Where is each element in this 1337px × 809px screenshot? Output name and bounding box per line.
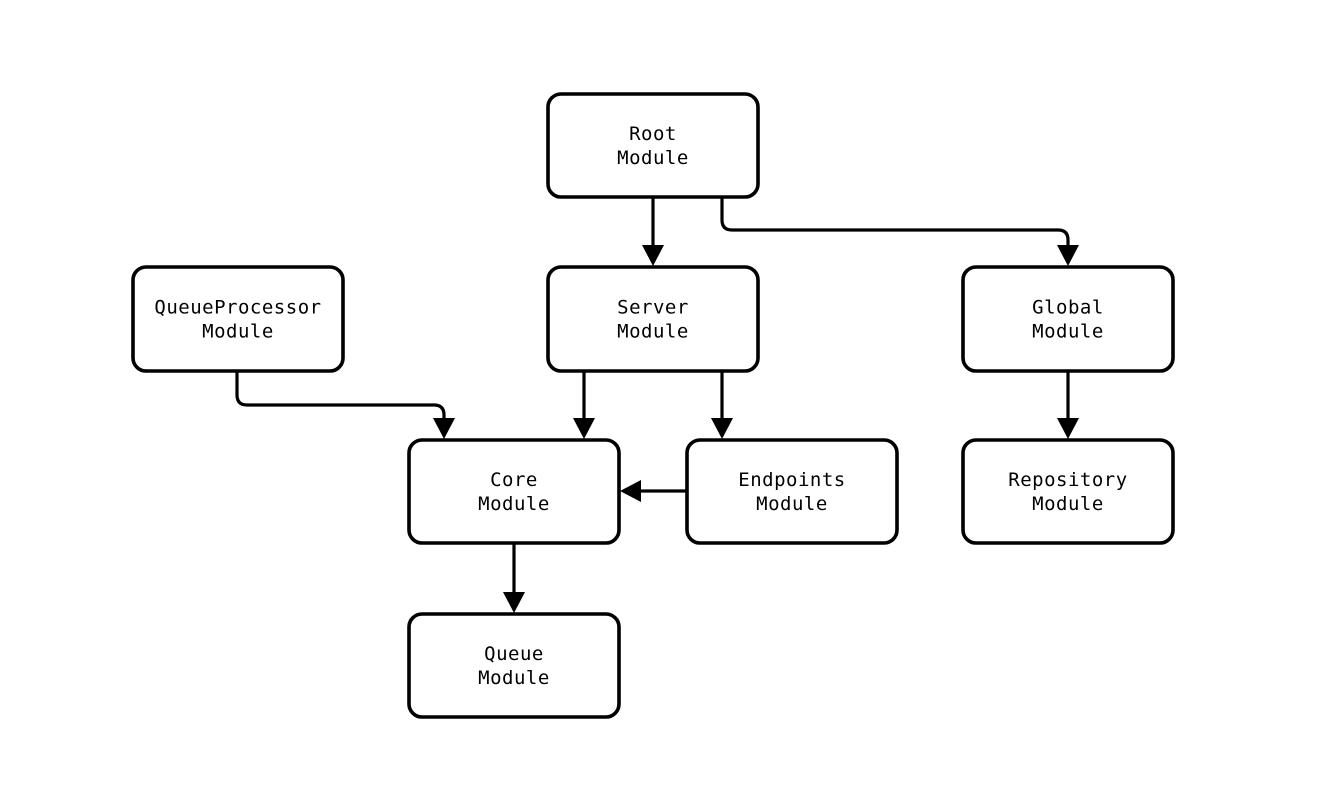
node-box[interactable] (685, 438, 899, 545)
node-box[interactable] (961, 265, 1175, 373)
node-label-line1: Server (617, 297, 689, 319)
nodes-layer: RootModuleQueueProcessorModuleServerModu… (131, 92, 1175, 719)
node-box[interactable] (407, 438, 621, 545)
node-label-line2: Module (756, 493, 828, 515)
edge-core-to-queue (503, 543, 525, 613)
node-label-line2: Module (1032, 321, 1104, 343)
arrowhead-icon (433, 418, 455, 439)
edge-root-to-global (720, 197, 1079, 266)
edge-server-to-endpoints (711, 371, 733, 439)
node-label-line2: Module (1032, 493, 1104, 515)
node-label-line2: Module (478, 667, 550, 689)
node-box[interactable] (546, 92, 760, 199)
edge-line (720, 197, 1070, 245)
edge-queueprocessor-to-core (235, 371, 455, 439)
node-box[interactable] (131, 265, 345, 373)
edges-layer (235, 197, 1079, 613)
arrowhead-icon (711, 418, 733, 439)
node-label-line1: Repository (1008, 469, 1127, 491)
node-label-line1: QueueProcessor (154, 297, 321, 319)
node-label-line1: Core (490, 469, 538, 491)
node-label-line2: Module (617, 321, 689, 343)
arrowhead-icon (573, 418, 595, 439)
node-label-line1: Root (629, 123, 677, 145)
node-label-line1: Endpoints (738, 469, 845, 491)
edge-server-to-core (573, 371, 595, 439)
edge-root-to-server (642, 197, 664, 266)
edge-line (235, 371, 446, 418)
node-label-line1: Global (1032, 297, 1104, 319)
node-label-line2: Module (478, 493, 550, 515)
node-box[interactable] (546, 265, 760, 373)
node-label-line2: Module (202, 321, 274, 343)
node-label-line2: Module (617, 147, 689, 169)
arrowhead-icon (1057, 245, 1079, 266)
arrowhead-icon (503, 592, 525, 613)
edge-global-to-repository (1057, 371, 1079, 439)
arrowhead-icon (642, 245, 664, 266)
node-box[interactable] (961, 438, 1175, 545)
edge-endpoints-to-core (620, 480, 687, 502)
node-label-line1: Queue (484, 643, 544, 665)
node-box[interactable] (407, 612, 621, 719)
arrowhead-icon (620, 480, 641, 502)
arrowhead-icon (1057, 418, 1079, 439)
